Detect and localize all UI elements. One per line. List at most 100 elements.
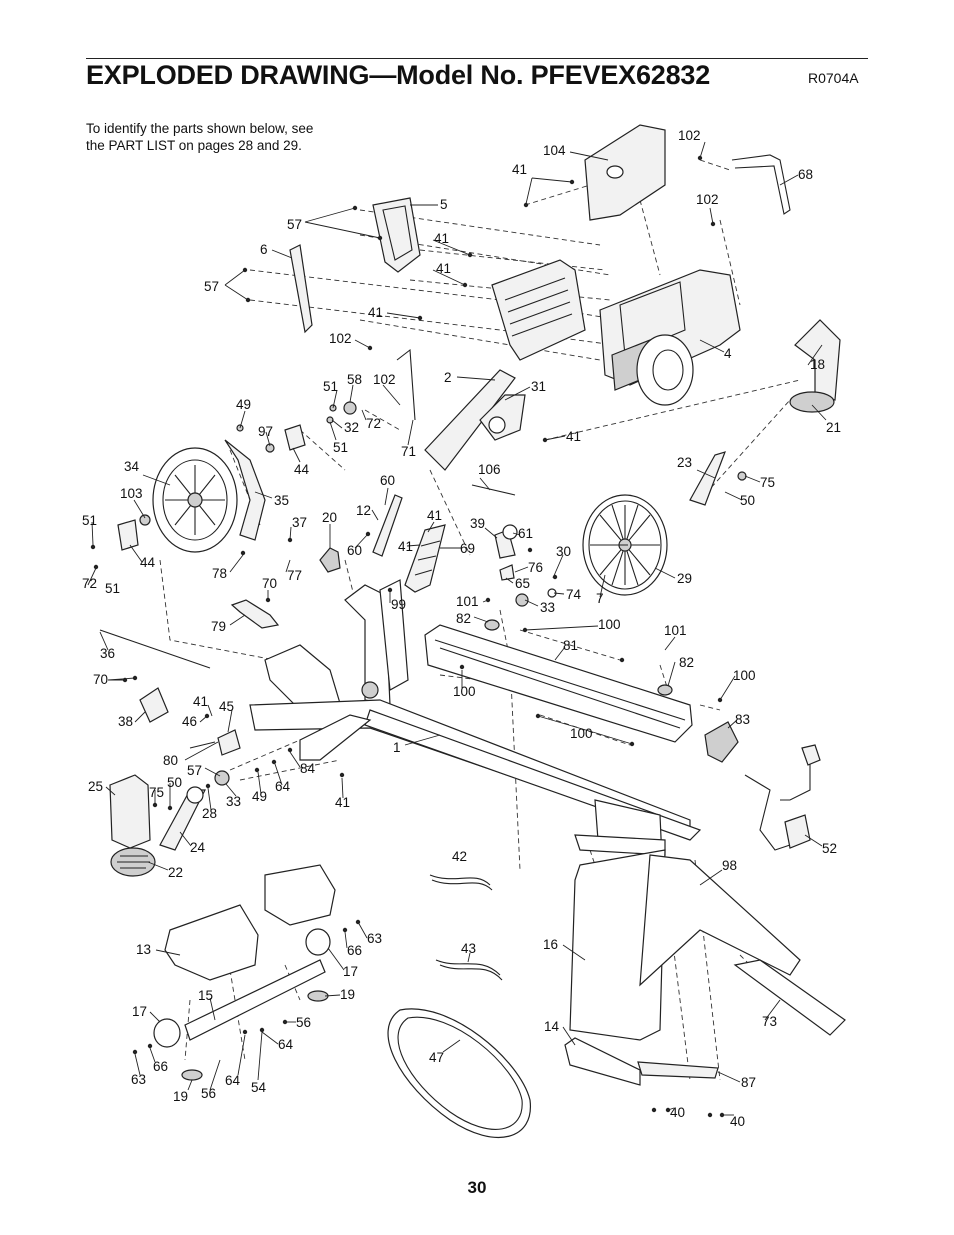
callout-49: 49 bbox=[236, 397, 251, 412]
callout-77: 77 bbox=[287, 568, 302, 583]
callout-57: 57 bbox=[287, 217, 302, 232]
callout-41: 41 bbox=[427, 508, 442, 523]
callout-65: 65 bbox=[515, 576, 530, 591]
callout-100: 100 bbox=[733, 668, 756, 683]
part-4-console bbox=[599, 269, 741, 406]
callout-19: 19 bbox=[340, 987, 355, 1002]
callout-63: 63 bbox=[131, 1072, 146, 1087]
callout-50: 50 bbox=[740, 493, 755, 508]
callout-7: 7 bbox=[596, 591, 604, 606]
callout-35: 35 bbox=[274, 493, 289, 508]
callout-51: 51 bbox=[333, 440, 348, 455]
callout-64: 64 bbox=[225, 1073, 241, 1088]
callout-82: 82 bbox=[456, 611, 471, 626]
part-12-69-clips bbox=[319, 494, 557, 607]
callout-38: 38 bbox=[118, 714, 133, 729]
callout-31: 31 bbox=[531, 379, 546, 394]
callout-29: 29 bbox=[677, 571, 692, 586]
callout-106: 106 bbox=[478, 462, 501, 477]
callout-2: 2 bbox=[444, 370, 452, 385]
callout-75: 75 bbox=[149, 785, 164, 800]
callout-56: 56 bbox=[296, 1015, 311, 1030]
callout-75: 75 bbox=[760, 475, 775, 490]
callout-49: 49 bbox=[252, 789, 267, 804]
part-2-upright-shroud bbox=[424, 259, 586, 471]
callout-82: 82 bbox=[679, 655, 694, 670]
callout-66: 66 bbox=[347, 943, 362, 958]
part-44-hub bbox=[117, 401, 357, 551]
intro-line-2: the PART LIST on pages 28 and 29. bbox=[86, 138, 302, 153]
callout-41: 41 bbox=[368, 305, 383, 320]
part-68-handlebar bbox=[731, 154, 791, 215]
part-104-console-cover bbox=[584, 124, 666, 221]
part-1-frame bbox=[249, 579, 702, 861]
callout-32: 32 bbox=[344, 420, 359, 435]
callout-74: 74 bbox=[566, 587, 582, 602]
callout-17: 17 bbox=[132, 1004, 147, 1019]
callout-100: 100 bbox=[453, 684, 476, 699]
callout-104: 104 bbox=[543, 143, 566, 158]
callout-28: 28 bbox=[202, 806, 217, 821]
part-71-crank bbox=[396, 348, 416, 421]
callout-16: 16 bbox=[543, 937, 558, 952]
page-number: 30 bbox=[467, 1178, 487, 1197]
callout-1: 1 bbox=[393, 740, 401, 755]
callout-73: 73 bbox=[762, 1014, 777, 1029]
callout-63: 63 bbox=[367, 931, 382, 946]
part-5-console-bracket bbox=[372, 197, 421, 273]
callout-84: 84 bbox=[300, 761, 316, 776]
callout-41: 41 bbox=[566, 429, 581, 444]
part-25-22-24-left-pedal bbox=[109, 774, 206, 877]
callout-50: 50 bbox=[167, 775, 182, 790]
callout-40: 40 bbox=[670, 1105, 685, 1120]
intro-line-1: To identify the parts shown below, see bbox=[86, 121, 314, 136]
part-23-crank-arm bbox=[689, 451, 747, 506]
page-title: EXPLODED DRAWING—Model No. PFEVEX62832 bbox=[86, 60, 711, 90]
callout-79: 79 bbox=[211, 619, 226, 634]
callout-58: 58 bbox=[347, 372, 362, 387]
callout-46: 46 bbox=[182, 714, 197, 729]
callout-51: 51 bbox=[323, 379, 338, 394]
callout-99: 99 bbox=[391, 597, 406, 612]
callout-17: 17 bbox=[343, 964, 358, 979]
part-29-drive-pulley bbox=[582, 494, 668, 596]
callout-21: 21 bbox=[826, 420, 841, 435]
leader-lines bbox=[87, 141, 827, 1116]
callout-51: 51 bbox=[82, 513, 97, 528]
callout-39: 39 bbox=[470, 516, 485, 531]
part-16-98-shrouds bbox=[564, 849, 846, 1086]
callout-42: 42 bbox=[452, 849, 467, 864]
callout-41: 41 bbox=[434, 231, 449, 246]
part-18-21-right-pedal bbox=[789, 319, 841, 413]
part-34-flywheel bbox=[152, 439, 266, 553]
callout-13: 13 bbox=[136, 942, 151, 957]
callout-61: 61 bbox=[518, 526, 533, 541]
part-36-cable bbox=[99, 629, 211, 669]
callout-56: 56 bbox=[201, 1086, 216, 1101]
callout-18: 18 bbox=[810, 357, 825, 372]
callout-41: 41 bbox=[398, 539, 413, 554]
callout-69: 69 bbox=[460, 541, 475, 556]
part-47-drive-belt bbox=[387, 1008, 531, 1138]
callout-100: 100 bbox=[570, 726, 593, 741]
part-83-end-cap bbox=[704, 721, 739, 763]
callout-102: 102 bbox=[678, 128, 701, 143]
part-38-45-80-brackets bbox=[139, 687, 241, 786]
callout-54: 54 bbox=[251, 1080, 267, 1095]
callout-25: 25 bbox=[88, 779, 103, 794]
drawing-code: R0704A bbox=[808, 70, 859, 86]
callout-72: 72 bbox=[366, 416, 381, 431]
part-13-15-stabilizer bbox=[153, 864, 336, 1081]
callout-81: 81 bbox=[563, 638, 578, 653]
callout-102: 102 bbox=[696, 192, 719, 207]
callout-101: 101 bbox=[456, 594, 479, 609]
callout-87: 87 bbox=[741, 1075, 756, 1090]
callout-68: 68 bbox=[798, 167, 813, 182]
part-81-rail bbox=[424, 624, 693, 743]
callout-labels: 104 41 102 68 102 5 57 41 6 41 57 41 102… bbox=[82, 128, 841, 1129]
callout-20: 20 bbox=[322, 510, 337, 525]
callout-24: 24 bbox=[190, 840, 206, 855]
callout-78: 78 bbox=[212, 566, 227, 581]
part-42-43-106-wires bbox=[429, 484, 516, 981]
